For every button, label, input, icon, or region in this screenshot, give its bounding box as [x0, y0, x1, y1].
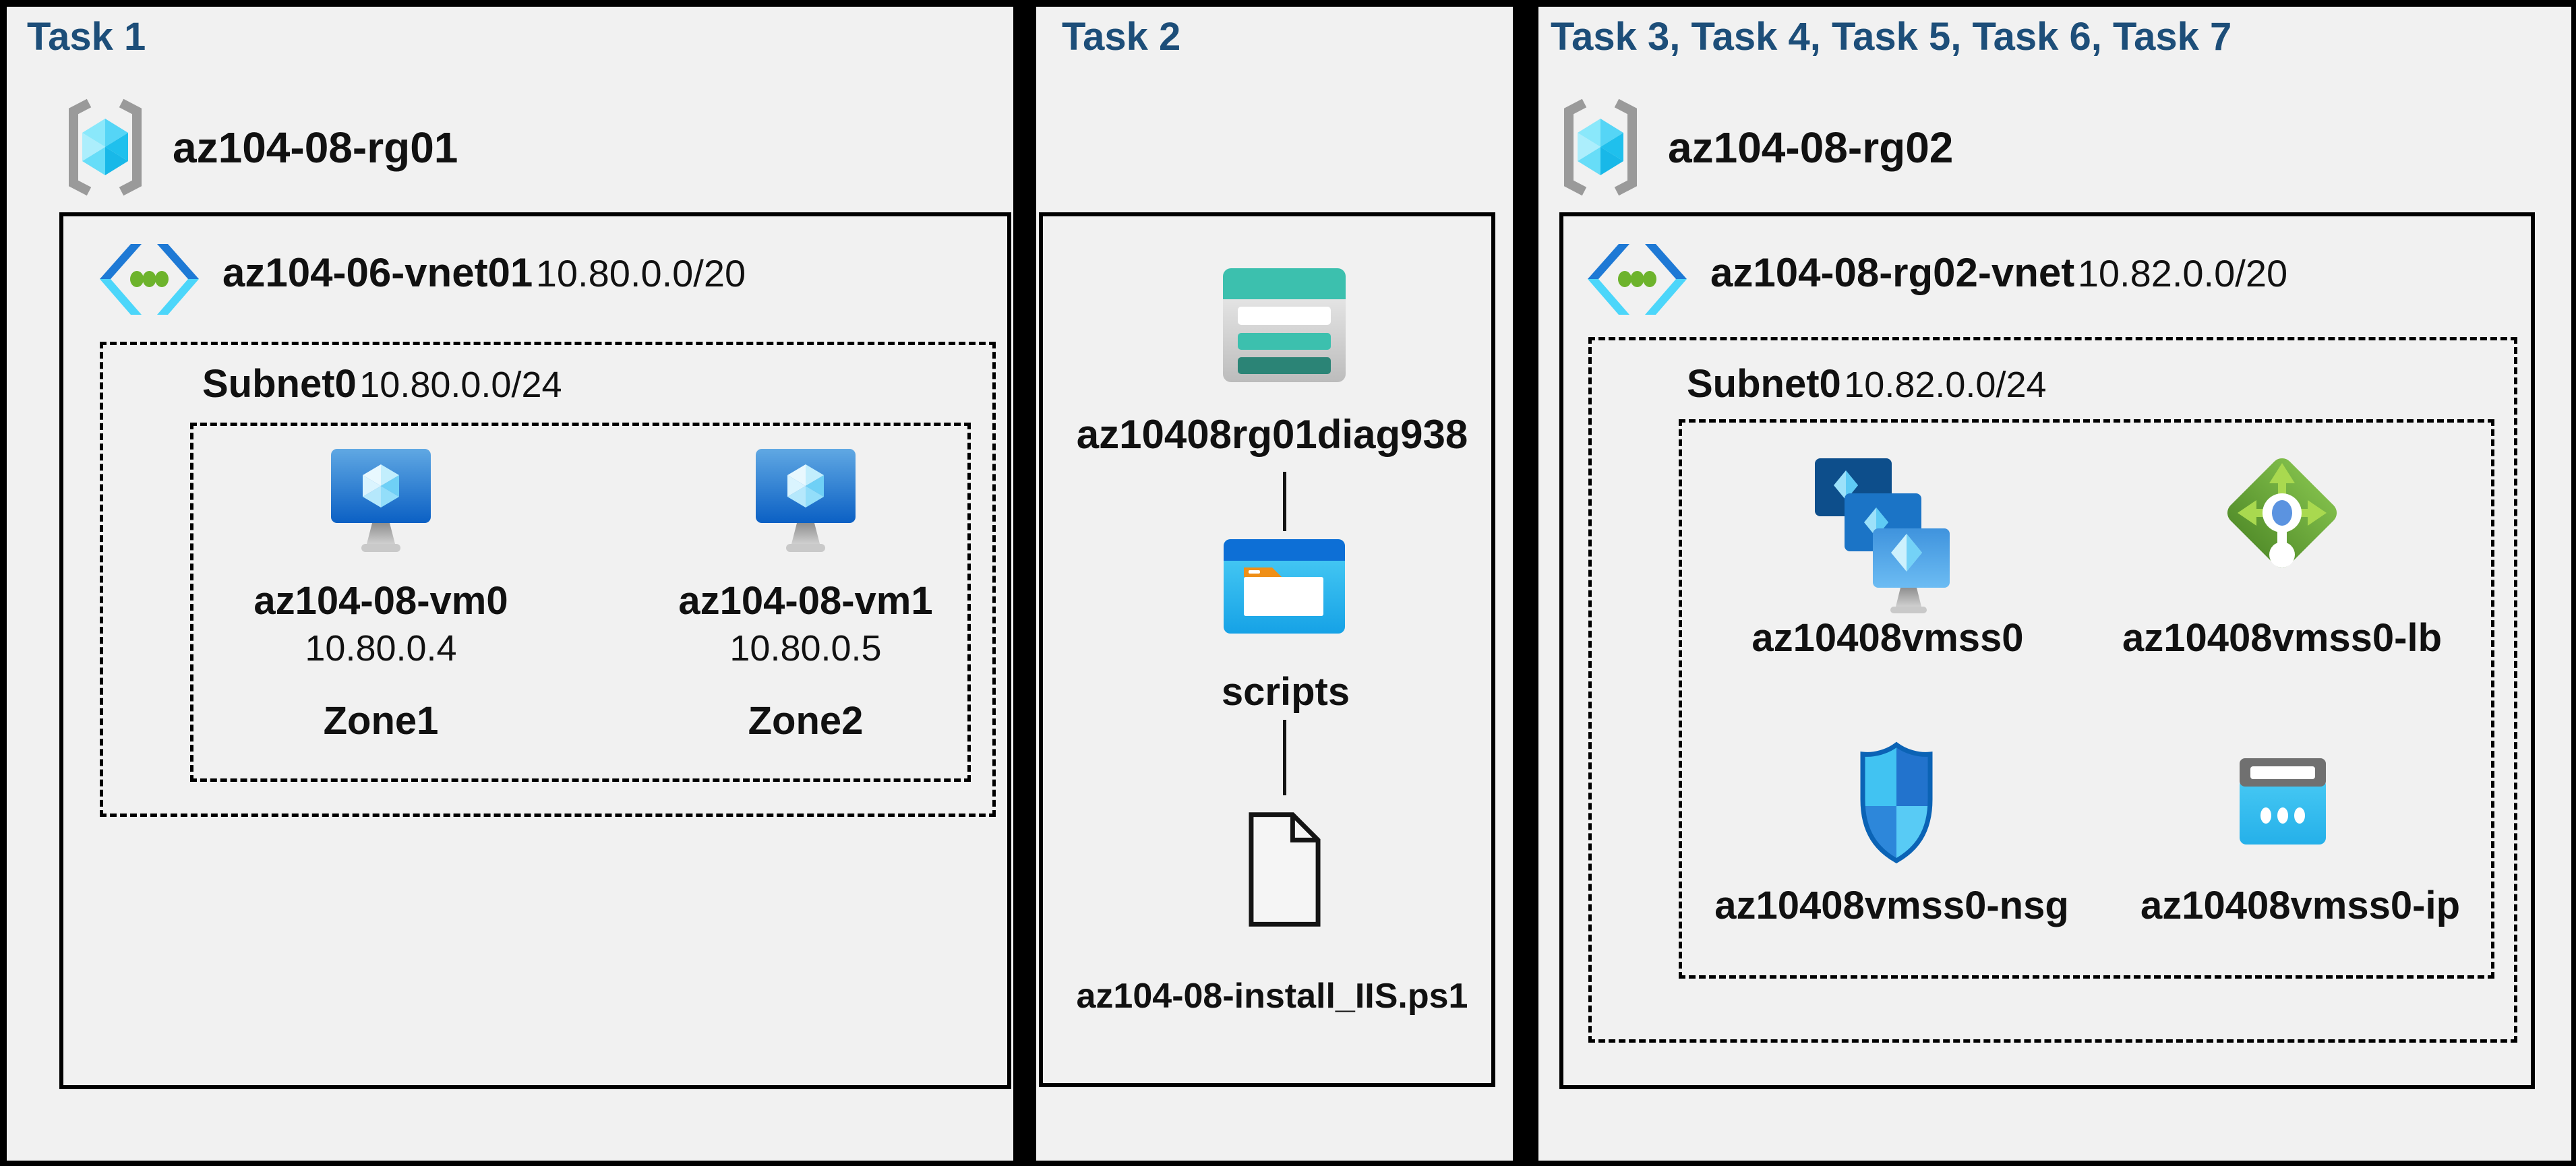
subnet-label: Subnet0 10.82.0.0/24 [1687, 363, 2047, 416]
task3-7-panel: Task 3, Task 4, Task 5, Task 6, Task 7 a… [1538, 7, 2571, 1161]
vnet-name: az104-08-rg02-vnet [1710, 250, 2075, 295]
task2-title: Task 2 [1062, 15, 1181, 59]
load-balancer-name: az10408vmss0-lb [2122, 616, 2442, 660]
virtual-network-icon [1588, 244, 1687, 315]
resource-group-name: az104-08-rg02 [1668, 123, 1954, 172]
task2-panel: Task 2 az10408rg01diag938 scripts az104 [1036, 7, 1513, 1161]
task1-vm-group-box [190, 423, 971, 782]
public-ip-name: az10408vmss0-ip [2140, 884, 2460, 927]
file-icon [1249, 812, 1321, 927]
vnet-label: az104-06-vnet01 10.80.0.0/20 [222, 251, 746, 306]
vm-ip: 10.80.0.4 [305, 628, 457, 669]
vnet-name: az104-06-vnet01 [222, 250, 533, 295]
blob-container-icon [1224, 539, 1345, 634]
vnet-label: az104-08-rg02-vnet 10.82.0.0/20 [1710, 251, 2287, 306]
load-balancer-icon [2227, 458, 2337, 568]
task1-panel: Task 1 az104-08-rg01 az104-06-vnet01 10.… [7, 7, 1013, 1161]
vnet-cidr: 10.80.0.0/20 [535, 252, 746, 295]
storage-account-icon [1223, 268, 1346, 382]
resource-group-icon [69, 98, 142, 196]
subnet-cidr: 10.82.0.0/24 [1844, 365, 2047, 405]
vm-zone: Zone2 [748, 699, 864, 743]
virtual-network-icon [100, 244, 199, 315]
virtual-machine-icon [331, 449, 431, 552]
script-file-name: az104-08-install_IIS.ps1 [1076, 977, 1468, 1016]
task3-7-subnet-box [1588, 337, 2517, 1043]
virtual-machine-icon [756, 449, 856, 552]
container-name: scripts [1221, 670, 1350, 714]
task3-7-resource-box [1679, 419, 2494, 979]
vm-zone: Zone1 [323, 699, 439, 743]
task1-title: Task 1 [27, 15, 146, 59]
task2-box [1039, 212, 1495, 1087]
vnet-cidr: 10.82.0.0/20 [2077, 252, 2288, 295]
vm-name: az104-08-vm0 [253, 579, 508, 623]
resource-group-icon [1564, 98, 1637, 196]
subnet-name: Subnet0 [1687, 362, 1841, 406]
task3-7-vnet-box [1559, 212, 2535, 1089]
subnet-cidr: 10.80.0.0/24 [359, 365, 562, 405]
public-ip-icon [2240, 758, 2326, 845]
subnet-label: Subnet0 10.80.0.0/24 [202, 363, 562, 416]
task3-7-title: Task 3, Task 4, Task 5, Task 6, Task 7 [1551, 15, 2232, 59]
task1-subnet-box [100, 342, 996, 817]
storage-account-name: az10408rg01diag938 [1076, 412, 1468, 457]
connector-line [1283, 472, 1286, 531]
network-security-group-icon [1860, 741, 1933, 864]
vm-scale-set-icon [1815, 458, 1950, 613]
vm-ip: 10.80.0.5 [729, 628, 882, 669]
connector-line [1283, 720, 1286, 795]
vmss-name: az10408vmss0 [1751, 616, 2024, 660]
subnet-name: Subnet0 [202, 362, 357, 406]
task1-vnet-box [59, 212, 1011, 1089]
vm-name: az104-08-vm1 [678, 579, 933, 623]
nsg-name: az10408vmss0-nsg [1714, 884, 2069, 927]
resource-group-name: az104-08-rg01 [173, 123, 458, 172]
